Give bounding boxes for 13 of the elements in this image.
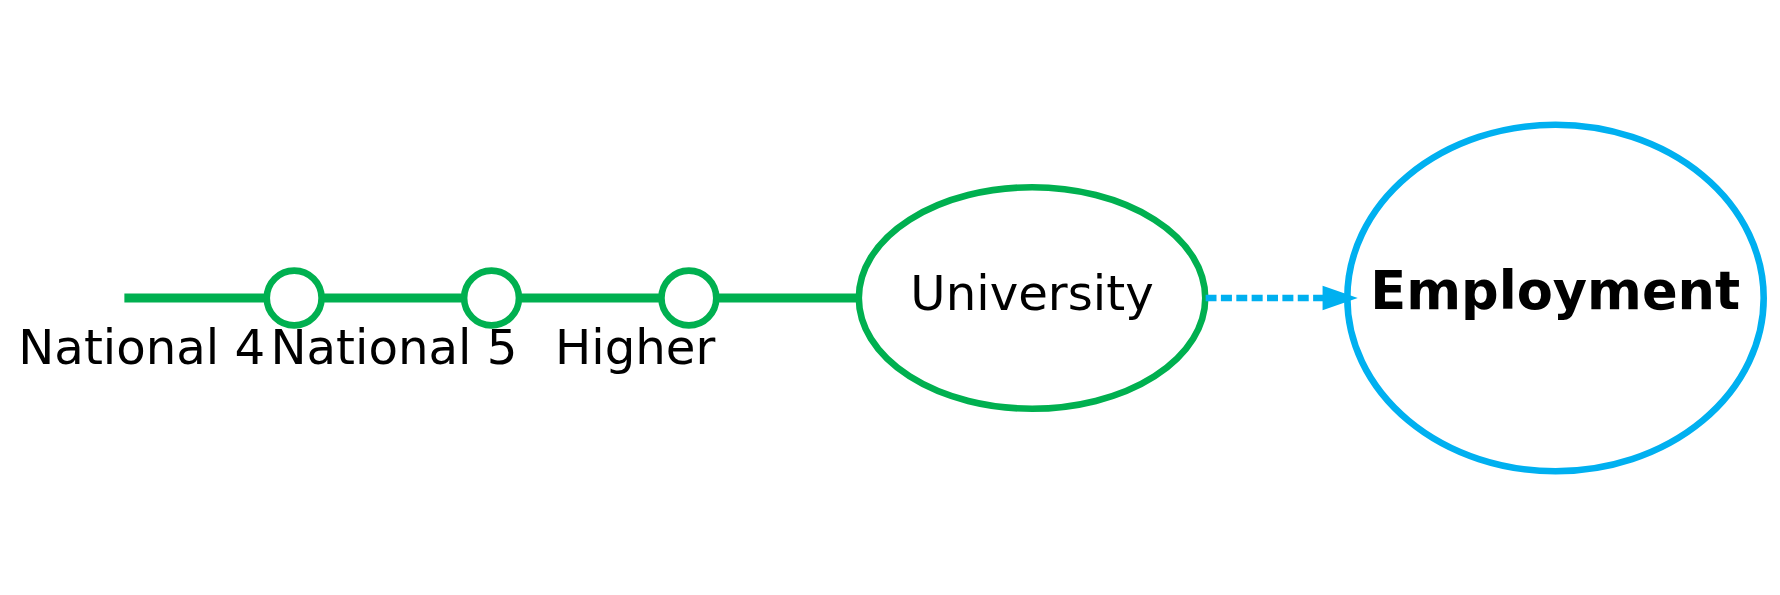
node-label: Higher	[554, 318, 716, 375]
arrow	[1205, 285, 1358, 310]
connector	[716, 293, 859, 302]
node-circle	[460, 266, 523, 329]
connector	[518, 293, 662, 302]
node-ellipse: Employment	[1344, 120, 1767, 475]
node-label: National 5	[270, 318, 518, 375]
node-circle	[658, 266, 720, 329]
connector	[124, 293, 267, 302]
node-ellipse: University	[855, 183, 1209, 412]
connector	[321, 293, 465, 302]
node-circle	[263, 266, 325, 329]
node-label: National 4	[18, 318, 266, 375]
